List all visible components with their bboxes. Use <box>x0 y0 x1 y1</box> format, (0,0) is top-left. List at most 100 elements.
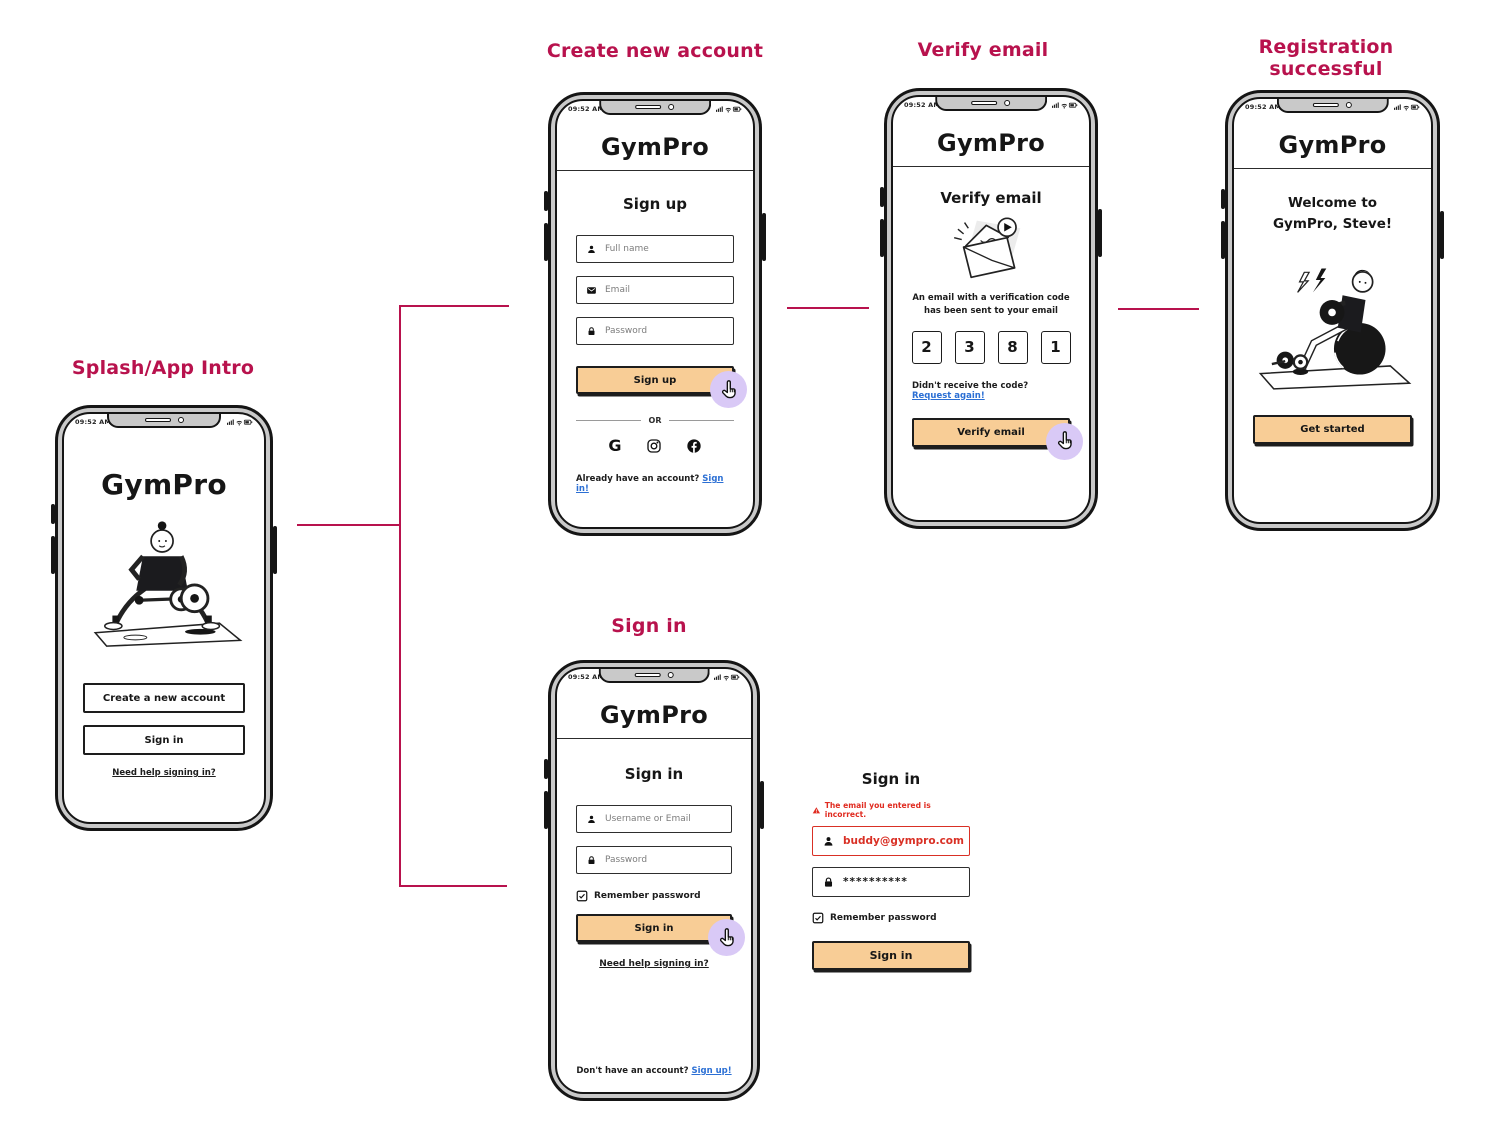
signin-error-heading: Sign in <box>861 770 921 788</box>
welcome-line1: Welcome to <box>1287 195 1378 211</box>
signin-error-panel: Sign in The email you entered is incorre… <box>812 770 970 970</box>
email-input-error[interactable]: buddy@gympro.com <box>812 826 970 856</box>
resend-text: Didn't receive the code? <box>912 380 1029 391</box>
password-input[interactable]: Password <box>576 846 732 874</box>
code-digit-input[interactable]: 3 <box>954 330 985 364</box>
status-time: 09:52 AM <box>904 101 941 109</box>
password-input[interactable]: Password <box>576 317 734 345</box>
phone-notch <box>599 101 711 115</box>
flow-label-signup: Create new account <box>546 40 764 62</box>
facebook-icon[interactable] <box>686 438 702 454</box>
verify-email-button[interactable]: Verify email <box>912 417 1070 447</box>
email-value: buddy@gympro.com <box>843 835 964 847</box>
flow-connector-splash-stub <box>297 524 400 526</box>
splash-signin-button[interactable]: Sign in <box>83 725 245 755</box>
app-header: GymPro <box>557 701 751 739</box>
instagram-icon[interactable] <box>646 438 662 454</box>
camera-dot <box>177 416 184 423</box>
status-time: 09:52 AM <box>1245 103 1282 111</box>
speaker-slot <box>634 672 661 677</box>
flow-connector-verify-registration <box>1118 308 1199 310</box>
signin-submit-button[interactable]: Sign in <box>576 914 732 942</box>
verify-message-line2: has been sent to your email <box>924 305 1058 316</box>
phone-side-button <box>762 213 766 261</box>
password-placeholder: Password <box>605 326 648 336</box>
splash-screen: 09:52 AM GymPro <box>62 412 266 824</box>
welcome-message: Welcome to GymPro, Steve! <box>1273 193 1392 235</box>
flow-label-verify: Verify email <box>917 39 1049 61</box>
need-help-link[interactable]: Need help signing in? <box>599 959 709 969</box>
phone-side-button <box>1221 221 1225 259</box>
password-placeholder: Password <box>605 855 648 865</box>
flow-connector-signup-verify <box>787 307 869 309</box>
error-message-text: The email you entered is incorrect. <box>824 801 931 819</box>
password-masked-value: ********** <box>843 876 908 888</box>
username-placeholder: Username or Email <box>605 814 691 824</box>
code-digit-input[interactable]: 2 <box>911 330 942 364</box>
flow-label-signin: Sign in <box>611 615 687 637</box>
flow-connector-to-signup <box>399 305 509 307</box>
lock-icon <box>588 855 595 864</box>
phone-side-button <box>544 759 548 779</box>
code-digit-input[interactable]: 8 <box>997 330 1028 364</box>
signup-heading: Sign up <box>623 195 687 213</box>
status-bar: 09:52 AM <box>1245 103 1420 111</box>
phone-side-button <box>51 504 55 524</box>
remember-password-checkbox[interactable] <box>812 912 824 924</box>
status-time: 09:52 AM <box>75 418 112 426</box>
verify-heading: Verify email <box>940 189 1042 207</box>
verify-message: An email with a verification code has be… <box>912 292 1069 318</box>
speaker-slot <box>971 100 998 105</box>
signup-submit-button[interactable]: Sign up <box>576 366 734 394</box>
speaker-slot <box>144 417 171 422</box>
goto-signin-link[interactable]: Sign in! <box>576 474 724 494</box>
lock-icon <box>588 326 595 335</box>
full-name-input[interactable]: Full name <box>576 235 734 263</box>
phone-notch <box>107 414 221 428</box>
verify-screen: 09:52 AM GymPro Verify email An email wi… <box>891 95 1091 522</box>
username-input[interactable]: Username or Email <box>576 805 732 833</box>
status-bar: 09:52 AM <box>568 105 742 113</box>
phone-registration: 09:52 AM GymPro Welcome to GymPro, Steve… <box>1221 90 1444 531</box>
remember-password-checkbox[interactable] <box>576 890 588 902</box>
app-logo-title: GymPro <box>599 701 709 729</box>
error-message-row: The email you entered is incorrect. <box>812 801 970 819</box>
create-account-button[interactable]: Create a new account <box>83 683 245 713</box>
click-cursor-icon <box>708 919 745 956</box>
signup-footer: Already have an account? Sign in! <box>576 474 734 494</box>
status-bar: 09:52 AM <box>75 418 253 426</box>
email-input[interactable]: Email <box>576 276 734 304</box>
speaker-slot <box>1313 102 1339 107</box>
phone-signup: 09:52 AM GymPro Sign up Full name Email … <box>544 92 766 536</box>
phone-notch <box>598 669 710 683</box>
code-digit-input[interactable]: 1 <box>1040 330 1071 364</box>
goto-signup-link[interactable]: Sign up! <box>691 1066 732 1076</box>
speaker-slot <box>635 104 662 109</box>
app-logo-title: GymPro <box>1278 131 1387 159</box>
signal-wifi-battery-icon <box>716 106 742 113</box>
status-time: 09:52 AM <box>568 105 605 113</box>
phone-side-button <box>544 791 548 829</box>
request-again-link[interactable]: Request again! <box>912 390 985 401</box>
app-logo-title: GymPro <box>101 468 227 501</box>
click-cursor-icon <box>1046 422 1083 460</box>
email-placeholder: Email <box>605 285 630 295</box>
phone-side-button <box>1440 211 1444 259</box>
flow-connector-to-signin <box>399 885 507 887</box>
person-icon <box>588 815 595 823</box>
verification-code-row: 2 3 8 1 <box>911 330 1071 364</box>
signin-footer: Don't have an account? Sign up! <box>576 1066 731 1076</box>
flow-label-splash: Splash/App Intro <box>71 357 255 379</box>
person-icon <box>588 245 595 253</box>
get-started-button[interactable]: Get started <box>1253 414 1412 444</box>
signal-wifi-battery-icon <box>714 674 740 681</box>
phone-side-button <box>880 219 884 257</box>
resend-row: Didn't receive the code? Request again! <box>912 381 1070 401</box>
google-icon[interactable]: G <box>608 436 622 455</box>
signal-wifi-battery-icon <box>1052 102 1078 109</box>
signin-submit-button[interactable]: Sign in <box>812 941 970 970</box>
phone-side-button <box>760 781 764 829</box>
click-cursor-icon <box>710 371 747 408</box>
need-help-link[interactable]: Need help signing in? <box>112 768 216 778</box>
password-input-filled[interactable]: ********** <box>812 867 970 897</box>
